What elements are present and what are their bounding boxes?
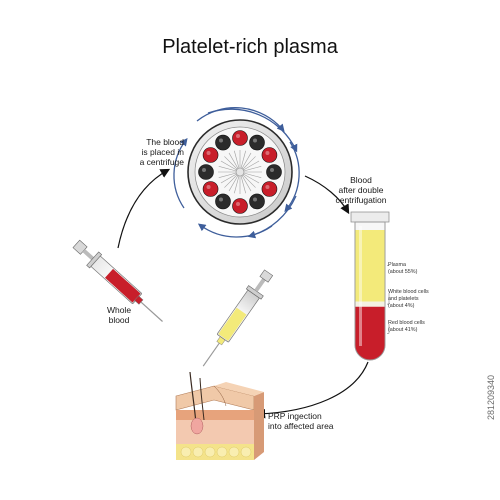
rotor-tube-highlight xyxy=(270,168,274,172)
rotor-tube-highlight xyxy=(206,185,211,189)
label-centrifuge: The blood is placed in a centrifuge xyxy=(139,137,184,167)
rotor-tube-blood xyxy=(232,198,248,214)
rotor-tube-empty xyxy=(215,193,231,210)
tube-shine xyxy=(359,226,362,346)
rotor-tube-highlight xyxy=(219,197,223,202)
rotor-tube-highlight xyxy=(265,151,270,155)
stock-id: 281209340 xyxy=(486,374,496,420)
tube-layer-name: Red blood cells xyxy=(388,320,425,326)
tube-layer-percent: (about 41%) xyxy=(388,326,418,333)
label-whole-blood: Whole blood xyxy=(106,305,132,325)
tube-layer-label: Red blood cells(about 41%) xyxy=(388,320,468,334)
tube-callout-line xyxy=(387,324,390,334)
rotor-tube-highlight xyxy=(206,151,211,155)
rotor-tube-highlight xyxy=(219,138,223,143)
prp-syringe xyxy=(202,269,274,367)
tube-layer-buffy-coat xyxy=(355,301,385,307)
rotor-tube-highlight xyxy=(236,134,240,138)
rotor-tube-blood xyxy=(261,147,278,163)
rotor-tube-empty xyxy=(249,134,265,151)
rotor-tube-empty xyxy=(266,164,282,180)
whole-blood-syringe xyxy=(72,239,163,322)
rotor-tube-blood xyxy=(232,130,248,146)
rotor-tube-empty xyxy=(198,164,214,180)
rotor-hub xyxy=(235,167,245,177)
rotor-tube-highlight xyxy=(236,202,240,206)
diagram-title: Platelet-rich plasma xyxy=(162,36,338,58)
rotor-tube-blood xyxy=(261,181,278,197)
tube-callout-line xyxy=(387,293,390,305)
tube-layer-label: Plasma(about 55%) xyxy=(388,262,468,276)
tube-layer-label: White blood cells and platelets(about 4%… xyxy=(388,289,468,309)
arrow-to-tube xyxy=(304,175,350,215)
rotor-tube-highlight xyxy=(253,138,257,143)
rotor-tube-highlight xyxy=(265,185,270,189)
tube-layer-red-cells xyxy=(355,306,385,360)
tube-layer-percent: (about 4%) xyxy=(388,302,415,309)
rotor-tube-empty xyxy=(215,134,231,151)
rotor-tube-blood xyxy=(202,181,219,197)
centrifuged-tube xyxy=(350,211,390,361)
tube-layer-name: Plasma xyxy=(388,262,406,268)
rotor-tube-highlight xyxy=(202,168,206,172)
rotor-tube-highlight xyxy=(253,197,257,202)
skin-cross-section xyxy=(175,371,264,460)
rotation-arrows xyxy=(173,107,300,239)
rotor-tube-empty xyxy=(249,193,265,210)
arrow-to-centrifuge xyxy=(117,168,171,249)
label-double-centrifugation: Blood after double centrifugation xyxy=(335,175,387,205)
rotor-tube-blood xyxy=(202,147,219,163)
tube-layer-name: White blood cells and platelets xyxy=(388,289,429,302)
tube-glass xyxy=(354,221,386,361)
tube-layer-percent: (about 55%) xyxy=(388,268,418,275)
centrifuge-rotor xyxy=(187,119,293,225)
tube-layer-plasma xyxy=(355,230,385,302)
label-prp-injection: PRP ingection into affected area xyxy=(268,411,334,431)
arrow-to-injection xyxy=(255,361,369,419)
